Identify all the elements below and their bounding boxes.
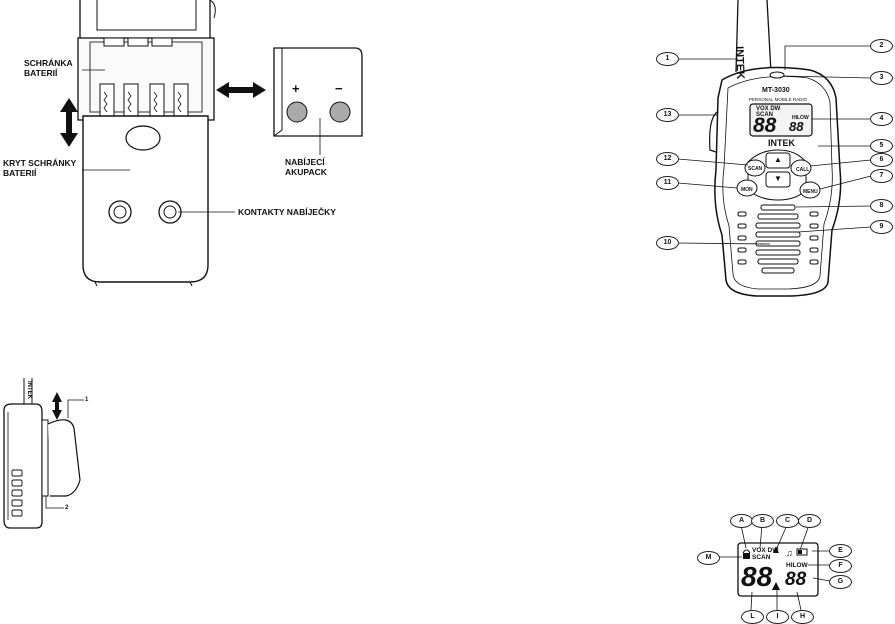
lcd-detail-hilow: HILOW xyxy=(786,562,808,569)
callout-H: H xyxy=(791,610,814,624)
callout-10: 10 xyxy=(656,236,679,250)
scan-button-label: SCAN xyxy=(748,166,763,172)
mon-button-label: MON xyxy=(741,187,753,193)
lcd-detail-scan: SCAN xyxy=(752,554,771,561)
charger-contacts-label: KONTAKTY NABÍJEČKY xyxy=(238,207,336,217)
lcd-detail-code-digits: 88 xyxy=(785,569,807,590)
callout-7: 7 xyxy=(870,169,893,183)
side-view-label-1: 1 xyxy=(85,397,89,403)
battery-box-label-line2: BATERIÍ xyxy=(24,68,58,78)
callout-C: C xyxy=(776,514,799,528)
battery-box-label: SCHRÁNKA BATERIÍ xyxy=(24,58,73,78)
callout-L: L xyxy=(741,610,764,624)
call-button-label: CALL xyxy=(796,167,810,173)
callout-D: D xyxy=(798,514,821,528)
callout-13: 13 xyxy=(656,108,679,122)
radio-lcd-hilow: HILOW xyxy=(792,115,809,121)
battery-box-label-line1: SCHRÁNKA xyxy=(24,58,73,68)
callout-12: 12 xyxy=(656,152,679,166)
up-arrow-icon: ▲ xyxy=(774,155,782,164)
lcd-detail-vox-dw: VOX DW xyxy=(752,547,779,554)
radio-brand-logo: INTEK xyxy=(768,138,795,148)
battery-cover-label-line2: BATERIÍ xyxy=(3,168,37,178)
callout-6: 6 xyxy=(870,153,893,167)
callout-I: I xyxy=(766,610,789,624)
menu-button-label: MENU xyxy=(803,189,818,195)
radio-lcd-scan: SCAN xyxy=(756,112,774,118)
radio-subtitle-label: PERSONAL MOBILE RADIO xyxy=(749,97,808,102)
callout-F: F xyxy=(829,559,852,573)
callout-1: 1 xyxy=(656,52,679,66)
charging-pack-label-line2: AKUPACK xyxy=(285,167,327,177)
plus-terminal-label: + xyxy=(292,81,300,96)
callout-5: 5 xyxy=(870,139,893,153)
lcd-detail-icons: VOX DW SCAN xyxy=(752,547,778,561)
callout-9: 9 xyxy=(870,220,893,234)
callout-A: A xyxy=(730,514,753,528)
callout-E: E xyxy=(829,544,852,558)
battery-cover-label-line1: KRYT SCHRÁNKY xyxy=(3,158,77,168)
callout-8: 8 xyxy=(870,199,893,213)
radio-lcd-icons: VOX DW SCAN xyxy=(756,106,780,118)
callout-G: G xyxy=(829,575,852,589)
minus-terminal-label: − xyxy=(335,81,343,96)
callout-M: M xyxy=(697,551,720,565)
down-arrow-icon: ▼ xyxy=(774,174,782,183)
callout-3: 3 xyxy=(870,71,893,85)
radio-lcd-code-digits: 88 xyxy=(789,119,804,134)
callout-11: 11 xyxy=(656,176,679,190)
callout-B: B xyxy=(751,514,774,528)
lcd-detail-channel-digits: 88 xyxy=(741,561,773,592)
radio-model-label: MT-3030 xyxy=(762,87,790,94)
charging-pack-label: NABÍJECÍ AKUPACK xyxy=(285,157,327,177)
music-note-icon: ♫ xyxy=(786,548,793,558)
charging-pack-label-line1: NABÍJECÍ xyxy=(285,157,325,167)
battery-cover-label: KRYT SCHRÁNKY BATERIÍ xyxy=(3,158,76,178)
radio-lcd-channel-digits: 88 xyxy=(753,114,777,137)
callout-2: 2 xyxy=(870,39,893,53)
side-view-label-2: 2 xyxy=(65,505,69,511)
radio-lcd-vox-dw: VOX DW xyxy=(756,106,781,112)
callout-4: 4 xyxy=(870,112,893,126)
